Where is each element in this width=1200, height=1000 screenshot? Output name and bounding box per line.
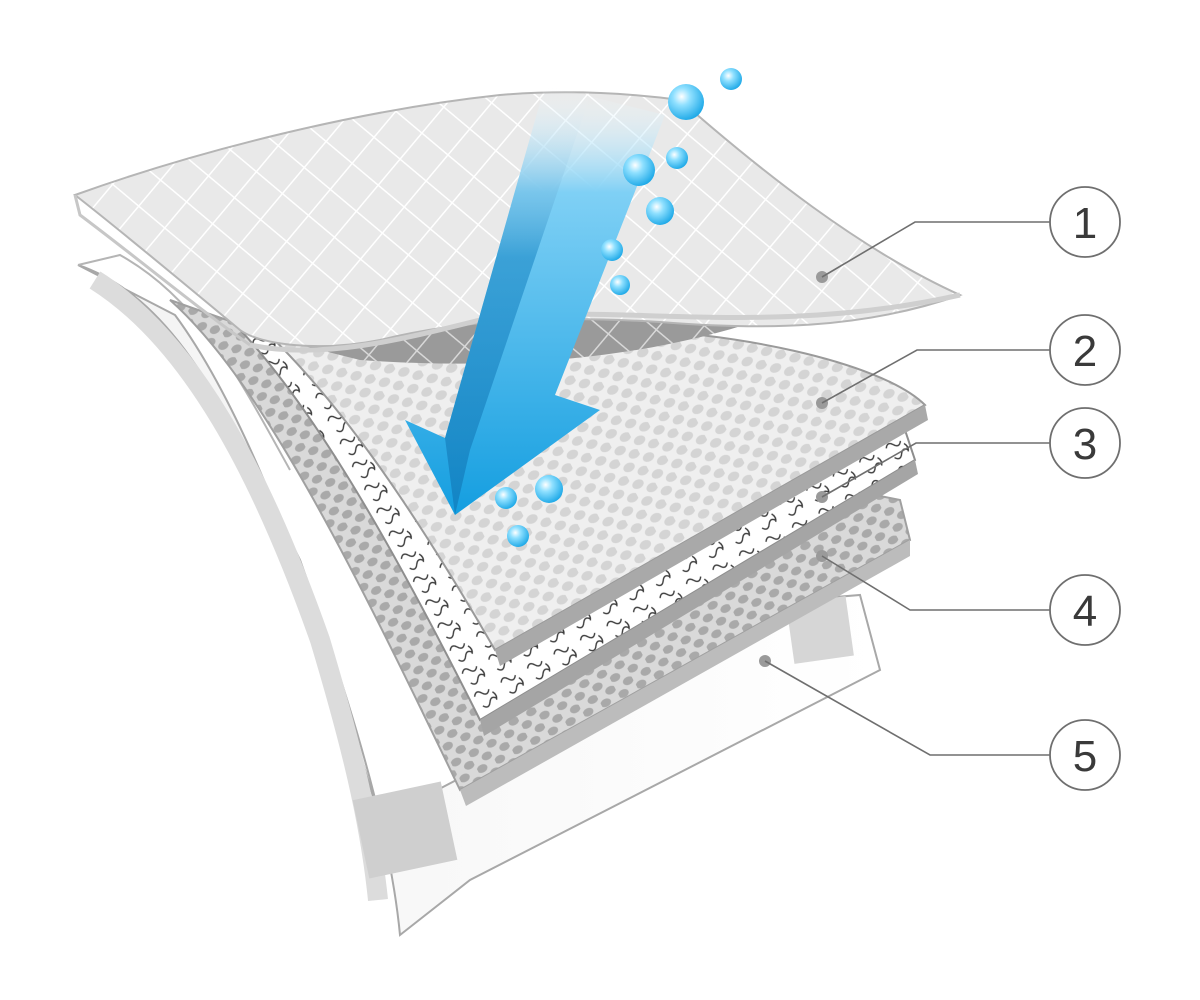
water-droplet-icon	[601, 239, 623, 261]
callout-circle	[1049, 314, 1121, 386]
water-droplet-icon	[610, 275, 630, 295]
water-droplet-icon	[666, 147, 688, 169]
callout-2: 2	[816, 314, 1121, 409]
callout-3: 3	[816, 407, 1121, 503]
callout-number: 4	[1073, 587, 1097, 636]
water-droplet-icon	[720, 68, 742, 90]
leader-line	[821, 555, 1050, 611]
callout-number: 1	[1073, 199, 1097, 248]
water-droplet-icon	[507, 525, 529, 547]
water-droplet-icon	[535, 475, 563, 503]
callout-circle	[1049, 407, 1121, 479]
water-droplet-icon	[495, 487, 517, 509]
leader-line	[821, 442, 1050, 498]
callout-5: 5	[759, 655, 1121, 791]
arrow-down-left-icon	[405, 85, 665, 515]
callout-number: 2	[1073, 327, 1097, 376]
water-droplet-group	[495, 68, 742, 547]
leader-line	[764, 660, 1050, 756]
water-droplet-icon	[623, 154, 655, 186]
callout-circle	[1049, 186, 1121, 258]
water-droplet-icon	[668, 84, 704, 120]
callout-number: 5	[1073, 732, 1097, 781]
callout-1: 1	[816, 186, 1121, 283]
callout-circle	[1049, 719, 1121, 791]
callout-circle	[1049, 574, 1121, 646]
leader-line	[821, 349, 1050, 404]
leader-line	[821, 221, 1050, 278]
water-droplet-icon	[646, 197, 674, 225]
callout-number: 3	[1073, 420, 1097, 469]
callout-4: 4	[816, 550, 1121, 646]
